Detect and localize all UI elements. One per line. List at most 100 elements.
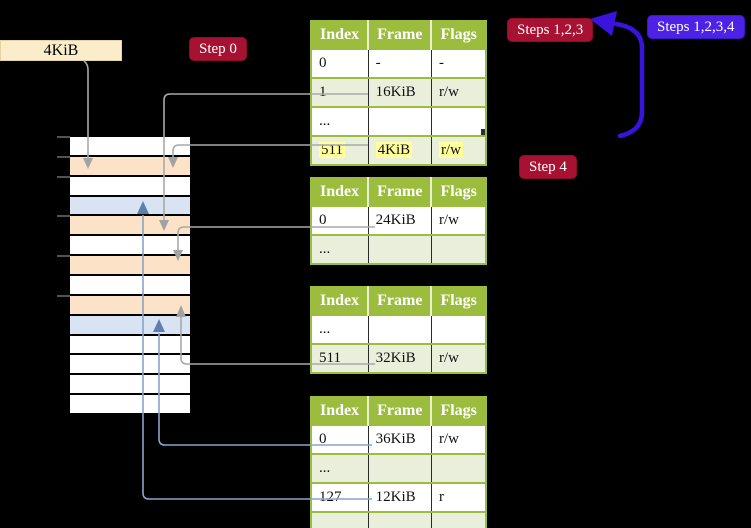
cell-text: 16KiB — [375, 83, 416, 100]
cell-text: 1 — [319, 83, 327, 100]
cell-text: ... — [319, 320, 331, 337]
table-cell — [430, 314, 486, 344]
column-header-frame: Frame — [367, 287, 432, 315]
physical-memory-column — [70, 137, 190, 413]
cell-text: r/w — [438, 141, 463, 158]
page-size-label: 4KiB — [0, 40, 122, 61]
memory-frame-row-peach — [70, 256, 190, 274]
table-cell: r — [430, 482, 486, 512]
memory-frame-row-peach — [70, 216, 190, 235]
table-cell: r/w — [430, 424, 486, 454]
table-row: ... — [311, 314, 486, 344]
badge-step-4: Step 4 — [519, 155, 577, 179]
table-cell: 511 — [311, 135, 369, 165]
cell-text: - — [375, 54, 381, 71]
cell-text: 0 — [319, 211, 327, 228]
table-cell: ... — [311, 511, 369, 528]
column-header-flags: Flags — [430, 287, 486, 315]
memory-frame-row-peach — [70, 156, 190, 175]
cell-text: 32KiB — [375, 349, 416, 366]
table-row: ... — [311, 234, 486, 264]
table-cell: 32KiB — [367, 343, 432, 373]
memory-frame-row-white — [70, 355, 190, 374]
table-cell — [367, 234, 432, 264]
memory-frame-row-blue — [70, 196, 190, 215]
cell-text: - — [438, 54, 444, 71]
column-header-index: Index — [311, 397, 369, 425]
cell-text: 127 — [319, 488, 342, 505]
cell-text: ... — [319, 112, 331, 129]
cell-text: 511 — [319, 141, 345, 158]
table-cell: 36KiB — [367, 424, 432, 454]
table-row: 0 36KiB r/w — [311, 424, 486, 454]
badge-steps-1-2-3: Steps 1,2,3 — [507, 18, 594, 42]
cell-text: 24KiB — [375, 211, 416, 228]
memory-frame-row-white — [70, 395, 190, 413]
cell-text: 12KiB — [375, 488, 416, 505]
cell-text: 4KiB — [375, 141, 413, 158]
table-row: 511 4KiB r/w — [311, 135, 486, 165]
badge-step-0: Step 0 — [189, 37, 247, 61]
table-cell: ... — [311, 314, 369, 344]
column-header-frame: Frame — [367, 397, 432, 425]
column-header-frame: Frame — [367, 21, 432, 49]
table-cell: r/w — [430, 135, 486, 165]
table-cell: 0 — [311, 48, 369, 78]
table-cell: 0 — [311, 205, 369, 235]
cell-text: r/w — [438, 349, 459, 366]
table-cell: 24KiB — [367, 205, 432, 235]
table-cell: r/w — [430, 77, 486, 107]
table-row: ... — [311, 106, 486, 136]
table-row: 1 16KiB r/w — [311, 77, 486, 107]
table-row: 127 12KiB r — [311, 482, 486, 512]
table-cell: 4KiB — [367, 135, 432, 165]
table-cell — [367, 314, 432, 344]
table-cell: - — [367, 48, 432, 78]
table-cell: 16KiB — [367, 77, 432, 107]
memory-frame-row-white — [70, 236, 190, 255]
column-header-frame: Frame — [367, 178, 432, 206]
cell-text: ... — [319, 517, 331, 528]
badge-steps-1-2-3-4: Steps 1,2,3,4 — [647, 15, 745, 39]
table-cell: r/w — [430, 205, 486, 235]
table-cell: 511 — [311, 343, 369, 373]
memory-frame-row-white — [70, 176, 190, 195]
table-cell: r/w — [430, 343, 486, 373]
cell-text: 511 — [319, 349, 341, 366]
table-row: 511 32KiB r/w — [311, 343, 486, 373]
table-cell — [367, 511, 432, 528]
address-tick-marks — [57, 136, 70, 297]
recursive-loop-arrow — [590, 11, 645, 139]
table-cell — [430, 234, 486, 264]
cell-text: r — [438, 488, 444, 505]
memory-frame-row-white — [70, 375, 190, 394]
table-cell: ... — [311, 453, 369, 483]
column-header-index: Index — [311, 178, 369, 206]
memory-frame-row-peach — [70, 295, 190, 314]
table-cell: 12KiB — [367, 482, 432, 512]
cell-text: r/w — [438, 83, 459, 100]
table-row: ... — [311, 453, 486, 483]
column-header-flags: Flags — [430, 397, 486, 425]
table-row: 0-- — [311, 48, 486, 78]
table-cell — [430, 511, 486, 528]
table-cell — [367, 106, 432, 136]
cell-text: 36KiB — [375, 430, 416, 447]
column-header-index: Index — [311, 21, 369, 49]
table-cell: ... — [311, 234, 369, 264]
memory-frame-row-white — [70, 276, 190, 294]
table-cell — [367, 453, 432, 483]
cell-text: ... — [319, 240, 331, 257]
table-row: ... — [311, 511, 486, 528]
cell-text: ... — [319, 459, 331, 476]
table-cell: 0 — [311, 424, 369, 454]
memory-frame-row-white — [70, 335, 190, 354]
memory-frame-row-white — [70, 137, 190, 155]
